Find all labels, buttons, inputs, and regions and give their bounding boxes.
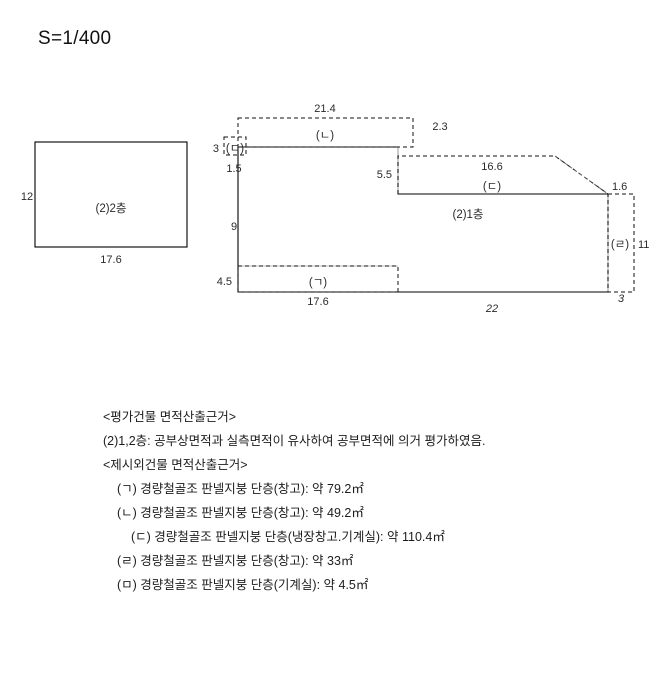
dim-2f-bottom: 17.6 bbox=[100, 254, 121, 266]
dim-step-5-5: 5.5 bbox=[377, 169, 392, 181]
annex-c-tag: (ㄷ) bbox=[483, 181, 501, 193]
dim-left-9: 9 bbox=[231, 221, 237, 233]
building-1f-outline bbox=[237, 146, 609, 293]
notes-item-e: (ㅁ) 경량철골조 판넬지붕 단층(기계실): 약 4.5㎡ bbox=[117, 578, 369, 592]
dim-annex-b-top: 21.4 bbox=[314, 103, 335, 115]
annex-b-tag: (ㄴ) bbox=[316, 130, 334, 142]
dim-top-gap-2-3: 2.3 bbox=[432, 121, 447, 133]
notes-item-d: (ㄹ) 경량철골조 판넬지붕 단층(창고): 약 33㎡ bbox=[117, 554, 354, 568]
dim-right-11: 11 bbox=[638, 239, 649, 251]
dim-left-4-5: 4.5 bbox=[217, 276, 232, 288]
notes-heading-2: <제시외건물 면적산출근거> bbox=[103, 458, 248, 472]
floor-plan-drawing: (2)2층 12 17.6 (2)1층 21.4 (ㄴ) 2.3 (ㅁ) 3 1… bbox=[0, 90, 664, 330]
dim-bottom-17-6: 17.6 bbox=[307, 296, 328, 308]
dim-left-1-5: 1.5 bbox=[226, 163, 241, 175]
dim-bottom-corner-3: 3 bbox=[618, 293, 625, 305]
dim-bottom-22: 22 bbox=[485, 303, 498, 315]
annex-c-outline bbox=[397, 155, 609, 195]
annex-b-outline bbox=[237, 117, 414, 148]
dim-2f-left: 12 bbox=[21, 191, 33, 203]
notes-block: <평가건물 면적산출근거> (2)1,2층: 공부상면적과 실측면적이 유사하여… bbox=[103, 405, 633, 597]
scale-label: S=1/400 bbox=[38, 28, 112, 49]
building-2f-room-label: (2)2층 bbox=[95, 202, 126, 215]
notes-heading-1: <평가건물 면적산출근거> bbox=[103, 410, 237, 424]
dim-left-3: 3 bbox=[213, 143, 219, 155]
building-2f-outline bbox=[34, 141, 188, 248]
annex-d-outline bbox=[607, 193, 635, 293]
dim-annex-c-top-16-6: 16.6 bbox=[481, 161, 502, 173]
dim-right-1-6: 1.6 bbox=[612, 181, 627, 193]
notes-line-1: (2)1,2층: 공부상면적과 실측면적이 유사하여 공부면적에 의거 평가하였… bbox=[103, 434, 486, 448]
building-1f-room-label: (2)1층 bbox=[452, 208, 483, 221]
notes-item-a: (ㄱ) 경량철골조 판넬지붕 단층(창고): 약 79.2㎡ bbox=[117, 482, 364, 496]
notes-item-b: (ㄴ) 경량철골조 판넬지붕 단층(창고): 약 49.2㎡ bbox=[117, 506, 364, 520]
annex-d-tag: (ㄹ) bbox=[611, 239, 629, 251]
annex-a-tag: (ㄱ) bbox=[309, 277, 327, 289]
annex-c-diagonal-edge bbox=[554, 155, 609, 195]
annex-e-tag: (ㅁ) bbox=[226, 143, 244, 155]
annex-e-outline bbox=[223, 136, 247, 156]
notes-item-c: (ㄷ) 경량철골조 판넬지붕 단층(냉장창고.기계실): 약 110.4㎡ bbox=[131, 530, 445, 544]
annex-a-outline bbox=[237, 265, 399, 293]
